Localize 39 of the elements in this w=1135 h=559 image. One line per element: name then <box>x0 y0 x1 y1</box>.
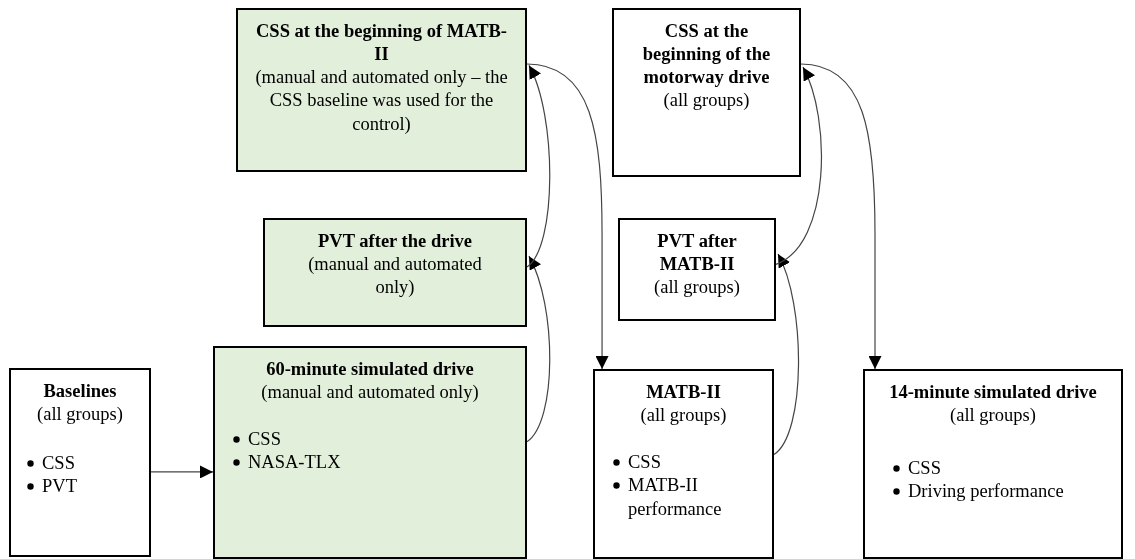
box-note: (manual and automated only) <box>260 381 480 405</box>
arrow <box>150 465 214 479</box>
process-box <box>263 218 527 327</box>
list-item: CSS <box>42 452 75 476</box>
box-heading: PVT after MATB-II <box>656 230 738 277</box>
process-box <box>863 369 1123 559</box>
list-item: CSS <box>248 428 281 452</box>
box-heading: 60-minute simulated drive <box>265 358 475 381</box>
arrow <box>526 255 551 443</box>
box-heading: Baselines <box>42 380 118 403</box>
process-box <box>618 218 776 321</box>
box-heading: PVT after the drive <box>317 230 473 253</box>
box-heading: MATB-II <box>645 381 722 404</box>
list-item: CSS <box>908 457 941 481</box>
arrow <box>773 253 800 456</box>
box-heading: 14-minute simulated drive <box>889 381 1097 404</box>
box-note: (all groups) <box>949 404 1037 428</box>
list-item: Driving performance <box>908 480 1064 504</box>
box-note: (manual and automated only – the CSS baseline was used for the control) <box>254 66 509 136</box>
box-heading: CSS at the beginning of MATB-II <box>255 20 508 67</box>
box-note: (all groups) <box>653 276 741 300</box>
process-box <box>593 369 774 559</box>
box-note: (all groups) <box>662 89 751 113</box>
arrow <box>526 63 609 370</box>
arrow <box>775 66 823 265</box>
box-note: (manual and automated only) <box>307 253 483 300</box>
process-box <box>236 8 527 172</box>
process-box <box>213 346 527 559</box>
box-note: (all groups) <box>36 403 124 427</box>
process-box <box>612 8 801 177</box>
list-item: NASA-TLX <box>248 451 341 475</box>
process-box <box>9 368 151 557</box>
arrow <box>526 64 551 268</box>
box-note: (all groups) <box>639 404 728 428</box>
list-item: MATB-II performance <box>628 474 723 521</box>
list-item: CSS <box>628 451 661 475</box>
list-item: PVT <box>42 475 77 499</box>
box-heading: CSS at the beginning of the motorway drive <box>641 20 772 90</box>
arrow <box>800 63 882 370</box>
